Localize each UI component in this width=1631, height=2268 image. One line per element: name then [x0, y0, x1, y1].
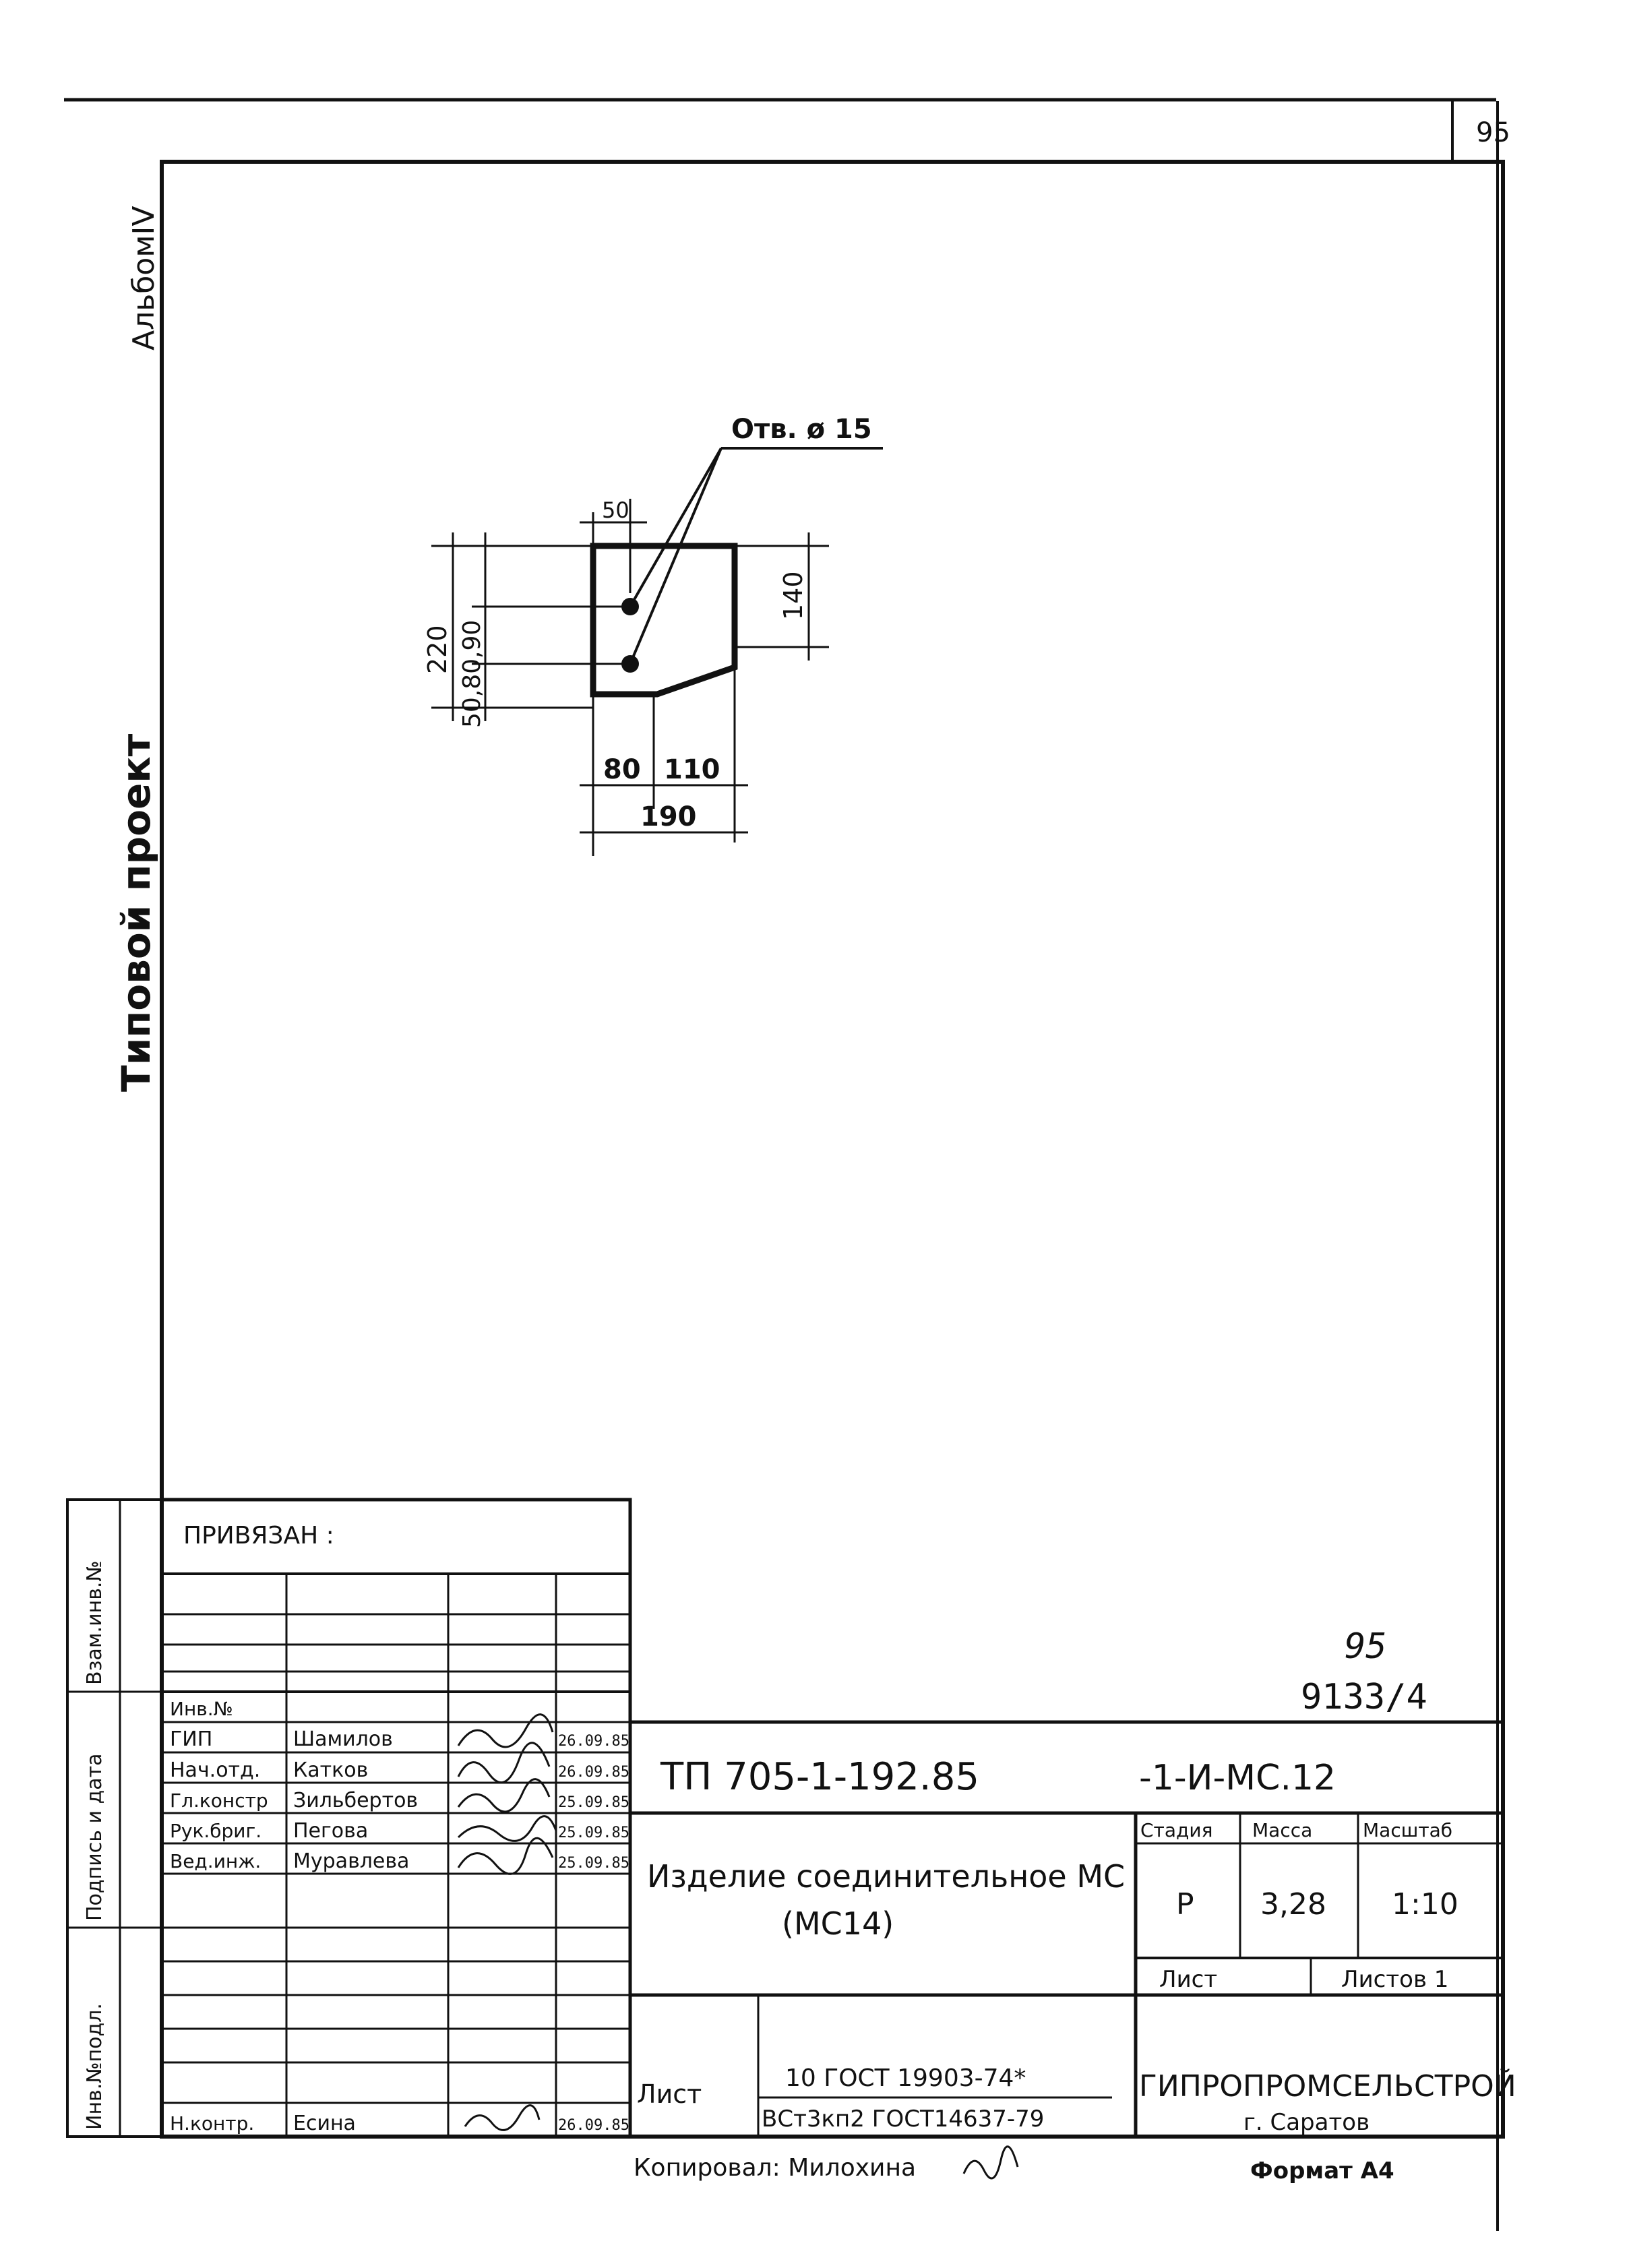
item-name-line2: (МС14): [782, 1905, 894, 1942]
signature-scribble: [457, 1815, 557, 1842]
dim-left-stack: 50,80,90: [458, 620, 486, 728]
sig-date: 25.09.85: [558, 1825, 629, 1841]
vzam-inv-label: Взам.инв.№: [83, 1560, 106, 1685]
dim-bottom-110: 110: [664, 754, 720, 785]
part-drawing: Отв. ø 15 50 220 50,80,90 140 80 110 190: [423, 414, 883, 856]
sig-role: Вед.инж.: [170, 1850, 261, 1872]
signature-scribble: [457, 1742, 551, 1784]
scale-header: Масштаб: [1363, 1819, 1452, 1841]
signature-row: Вед.инж. Муравлева 25.09.85: [170, 1837, 629, 1875]
doc-code: ТП 705-1-192.85: [660, 1755, 979, 1799]
signature-scribble: [464, 2104, 541, 2131]
signature-row: ГИП Шамилов 26.09.85: [170, 1713, 629, 1751]
privyazan-block: [160, 1498, 632, 2139]
sheets-label: Листов 1: [1341, 1966, 1448, 1993]
sig-date: 25.09.85: [558, 1794, 629, 1811]
dim-right-140: 140: [778, 571, 808, 620]
material-line2: ВСт3кп2 ГОСТ14637-79: [762, 2106, 1044, 2133]
left-stamp-strip: [66, 1498, 163, 2138]
page-number: 95: [1476, 117, 1510, 148]
album-label: АльбомIV: [127, 206, 161, 350]
mass-header: Масса: [1252, 1819, 1312, 1841]
sig-name: Зильбертов: [293, 1789, 418, 1812]
sig-role: ГИП: [170, 1727, 212, 1751]
sig-date: 26.09.85: [558, 2117, 629, 2134]
material-label: Лист: [637, 2079, 702, 2109]
sheet-label: Лист: [1159, 1966, 1217, 1993]
dim-top-50: 50: [602, 497, 629, 523]
org-city: г. Саратов: [1243, 2109, 1370, 2136]
doc-suffix: -1-И-МС.12: [1139, 1758, 1336, 1798]
sig-date: 26.09.85: [558, 1733, 629, 1750]
sig-name: Муравлева: [293, 1849, 409, 1873]
dim-bottom-80: 80: [603, 754, 641, 785]
scale-value: 1:10: [1392, 1887, 1458, 1922]
part-outline: [590, 543, 738, 698]
main-frame: [160, 160, 1505, 2139]
org-name: ГИПРОПРОМСЕЛЬСТРОЙ: [1139, 2068, 1516, 2104]
copier-signature: [962, 2145, 1019, 2180]
project-label: Типовой проект: [113, 733, 159, 1092]
sig-name: Шамилов: [293, 1727, 393, 1751]
signature-row-control: Н.контр. Есина 26.09.85: [170, 2104, 629, 2135]
signature-row: Рук.бриг. Пегова 25.09.85: [170, 1815, 629, 1843]
sheet-ref-bottom: 9133/4: [1301, 1677, 1427, 1717]
privyazan-label: ПРИВЯЗАН :: [183, 1522, 334, 1550]
inv-podl-label: Инв.№подл.: [83, 2003, 106, 2130]
dim-bottom-190: 190: [640, 801, 697, 832]
item-name-line1: Изделие соединительное МС: [647, 1858, 1125, 1895]
signature-scribble: [457, 1778, 551, 1813]
hole-note: Отв. ø 15: [731, 414, 872, 445]
podpis-data-label: Подпись и дата: [83, 1754, 106, 1922]
sig-role: Рук.бриг.: [170, 1820, 261, 1842]
sig-name: Катков: [293, 1758, 368, 1782]
stage-value: Р: [1176, 1887, 1194, 1922]
copied-by: Копировал: Милохина: [634, 2154, 916, 2182]
sig-name: Пегова: [293, 1819, 368, 1843]
format-label: Формат А4: [1250, 2157, 1394, 2184]
sig-role: Нач.отд.: [170, 1758, 260, 1782]
inv-label: Инв.№: [170, 1698, 233, 1720]
sheet-ref-top: 95: [1345, 1626, 1387, 1667]
signature-row: Нач.отд. Катков 26.09.85: [170, 1742, 629, 1784]
sig-role: Гл.констр: [170, 1789, 268, 1812]
sig-date: 25.09.85: [558, 1855, 629, 1872]
stage-header: Стадия: [1140, 1819, 1212, 1841]
dim-left-220: 220: [423, 625, 452, 674]
sig-role: Н.контр.: [170, 2112, 254, 2135]
signature-scribble: [457, 1837, 554, 1875]
signature-scribble: [457, 1713, 554, 1748]
mass-value: 3,28: [1260, 1887, 1326, 1922]
signature-row: Гл.констр Зильбертов 25.09.85: [170, 1778, 629, 1813]
sig-date: 26.09.85: [558, 1764, 629, 1781]
sig-name: Есина: [293, 2112, 356, 2135]
material-line1: 10 ГОСТ 19903-74*: [785, 2064, 1026, 2092]
